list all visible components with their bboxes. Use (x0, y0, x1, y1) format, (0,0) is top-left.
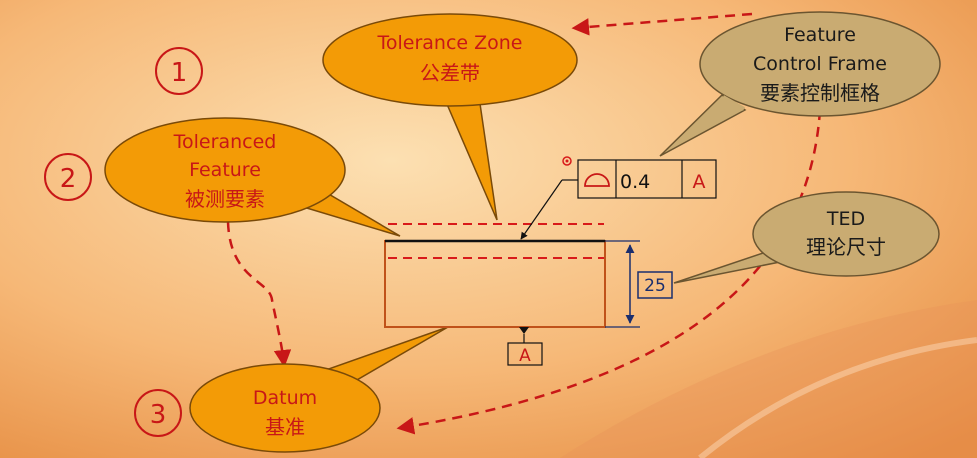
tolerance-zone-label-zh: 公差带 (420, 61, 480, 85)
pointer-dot (562, 156, 572, 166)
svg-text:要素控制框格: 要素控制框格 (760, 81, 880, 105)
svg-text:25: 25 (644, 276, 666, 296)
feature-control-frame: 0.4 A (520, 156, 717, 240)
svg-text:Feature: Feature (189, 159, 261, 181)
svg-text:Control Frame: Control Frame (753, 53, 887, 75)
svg-text:理论尺寸: 理论尺寸 (806, 235, 886, 259)
circled-number-1: 1 (155, 47, 203, 95)
svg-text:3: 3 (150, 400, 167, 430)
dashed-arrow-fcf-to-datum (396, 109, 822, 435)
tolerance-zone-callout: Tolerance Zone 公差带 (322, 13, 578, 221)
background-swoosh-highlight (698, 337, 977, 458)
svg-text:2: 2 (60, 164, 77, 194)
dashed-arrow-fcf-to-zone (571, 12, 753, 36)
tolerance-zone-label: Tolerance Zone (376, 32, 522, 54)
svg-text:1: 1 (171, 58, 188, 88)
profile-of-a-surface-icon (584, 173, 610, 187)
svg-text:Datum: Datum (253, 387, 317, 409)
svg-text:TED: TED (826, 208, 865, 230)
background-swoosh (560, 300, 977, 458)
fcf-leader-arrow (520, 179, 563, 240)
part-drawing: 25 A (384, 223, 673, 366)
fcf-tolerance-value: 0.4 (620, 171, 650, 193)
toleranced-feature-callout: Toleranced Feature 被测要素 (104, 117, 401, 237)
circled-number-3: 3 (134, 389, 182, 437)
svg-text:Feature: Feature (784, 24, 856, 46)
svg-text:基准: 基准 (265, 415, 305, 439)
svg-text:Toleranced: Toleranced (173, 131, 277, 153)
dashed-arrow-feature-to-datum (226, 221, 292, 368)
datum-callout: Datum 基准 (189, 326, 449, 453)
svg-text:被测要素: 被测要素 (185, 187, 265, 211)
ted-dimension-box: 25 (637, 271, 673, 299)
datum-feature-symbol: A (507, 327, 543, 366)
circled-number-2: 2 (44, 153, 92, 201)
fcf-datum-reference: A (693, 171, 706, 193)
svg-text:A: A (519, 346, 531, 366)
feature-control-frame-callout: Feature Control Frame 要素控制框格 (659, 11, 941, 157)
ted-callout: TED 理论尺寸 (673, 191, 940, 284)
